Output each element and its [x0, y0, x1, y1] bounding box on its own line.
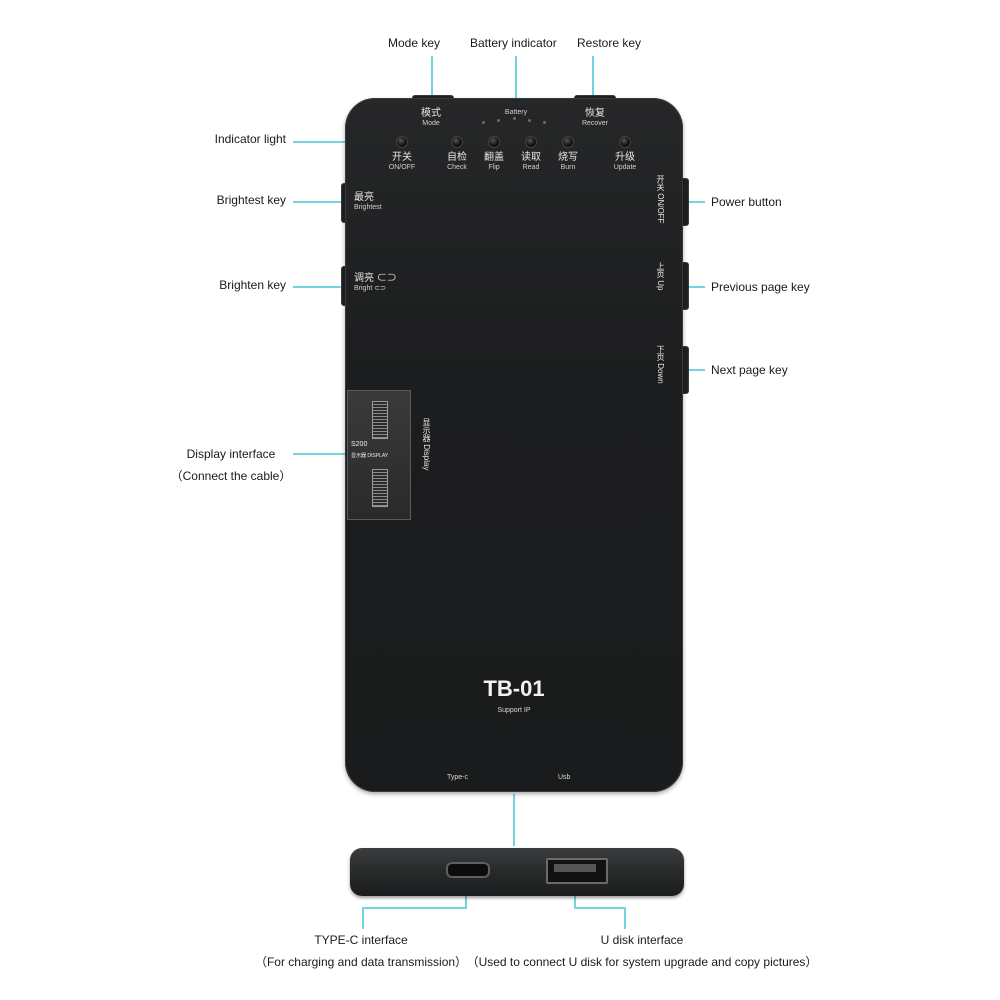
usb-port-tongue [554, 864, 596, 872]
leader-next [683, 369, 705, 371]
leader-mode [431, 56, 433, 100]
label-restore-key: Restore key [577, 36, 642, 50]
mode-label-cn: 模式 [421, 108, 441, 119]
update-label-cn: 升级 [615, 152, 635, 163]
label-indicator-light: Indicator light [214, 132, 286, 146]
flip-label-en: Flip [488, 164, 500, 171]
leader-typec-h [362, 907, 467, 909]
leader-restore [592, 56, 594, 100]
recover-label: 恢复 Recover [572, 108, 618, 128]
typec-port-label: Type-c [447, 774, 469, 781]
burn-label: 烧写 Burn [551, 152, 585, 172]
up-side-label: 上页 Up [656, 262, 665, 291]
label-udisk-sub: （Used to connect U disk for system upgra… [466, 955, 818, 969]
read-label: 读取 Read [514, 152, 548, 172]
model-name: TB-01 [483, 676, 545, 701]
device-bottom-edge [350, 848, 684, 896]
label-udisk-title: U disk interface [600, 933, 684, 947]
mode-label: 模式 Mode [410, 108, 452, 128]
label-typec-title: TYPE-C interface [314, 933, 408, 947]
panel-model-label: S200 [351, 441, 368, 448]
flip-label: 翻盖 Flip [477, 152, 511, 172]
update-label: 升级 Update [606, 152, 644, 172]
indicator-light [397, 137, 407, 147]
check-button[interactable] [452, 137, 462, 147]
leader-typec-v2 [362, 907, 364, 929]
burn-label-en: Burn [560, 164, 576, 171]
usb-port-label: Usb [558, 774, 571, 781]
brighten-label-cn: 调亮 ⊂⊃ [354, 273, 397, 284]
leader-display [293, 453, 349, 455]
label-brightest-key: Brightest key [216, 193, 286, 207]
label-typec-interface: TYPE-C interface （For charging and data … [230, 933, 492, 969]
usb-port[interactable] [546, 858, 608, 884]
power-side-key[interactable] [682, 178, 689, 226]
battery-label: Battery [490, 108, 542, 117]
display-side-label: 显示器 Display [421, 418, 431, 470]
onoff-label-cn: 开关 [392, 152, 412, 163]
flip-label-cn: 翻盖 [484, 152, 504, 163]
label-display-interface: Display interface （Connect the cable） [166, 447, 296, 483]
brightest-label-en: Brightest [354, 204, 382, 211]
check-label-en: Check [447, 164, 467, 171]
read-label-en: Read [522, 164, 540, 171]
battery-led-5 [543, 121, 546, 124]
update-button[interactable] [620, 137, 630, 147]
down-side-label: 下页 Down [656, 345, 665, 384]
brighten-label: 调亮 ⊂⊃ Bright ⊂⊃ [354, 273, 397, 293]
label-next-page-key: Next page key [711, 363, 788, 377]
leader-prev [683, 286, 705, 288]
power-side-label: 开关 ON/OFF [656, 175, 665, 224]
leader-usb-v2 [624, 907, 626, 929]
brightest-label-cn: 最亮 [354, 192, 374, 203]
label-display-interface-title: Display interface [186, 447, 276, 461]
read-button[interactable] [526, 137, 536, 147]
battery-led-3 [513, 117, 516, 120]
battery-led-1 [482, 121, 485, 124]
display-side-label-en: Display [422, 444, 431, 471]
label-power-button: Power button [711, 195, 782, 209]
recover-label-cn: 恢复 [585, 108, 605, 119]
battery-led-2 [497, 119, 500, 122]
display-connector-bottom[interactable] [372, 469, 388, 507]
label-mode-key: Mode key [388, 36, 441, 50]
up-side-key[interactable] [682, 262, 689, 310]
label-battery-indicator: Battery indicator [470, 36, 557, 50]
recover-label-en: Recover [581, 120, 609, 127]
label-typec-sub: （For charging and data transmission） [254, 955, 468, 969]
leader-battery [515, 56, 517, 106]
battery-led-4 [528, 119, 531, 122]
label-previous-page-key: Previous page key [711, 280, 810, 294]
check-label: 自检 Check [440, 152, 474, 172]
flip-button[interactable] [489, 137, 499, 147]
brighten-label-en: Bright ⊂⊃ [354, 285, 386, 292]
burn-label-cn: 烧写 [558, 152, 578, 163]
read-label-cn: 读取 [521, 152, 541, 163]
leader-brighten [293, 286, 345, 288]
model-subtitle: Support IP [497, 707, 531, 714]
leader-ports [513, 794, 515, 846]
onoff-label: 开关 ON/OFF [382, 152, 422, 172]
update-label-en: Update [613, 164, 637, 171]
onoff-label-en: ON/OFF [388, 164, 416, 171]
panel-small-label: 显示器 DISPLAY [351, 453, 389, 459]
leader-brightest [293, 201, 345, 203]
leader-power [683, 201, 705, 203]
check-label-cn: 自检 [447, 152, 467, 163]
typec-port[interactable] [446, 862, 490, 878]
burn-button[interactable] [563, 137, 573, 147]
display-connector-top[interactable] [372, 401, 388, 439]
label-display-interface-sub: （Connect the cable） [170, 469, 292, 483]
down-side-key[interactable] [682, 346, 689, 394]
label-brighten-key: Brighten key [219, 278, 286, 292]
display-interface-panel[interactable]: S200 显示器 DISPLAY [347, 390, 411, 520]
display-side-label-cn: 显示器 [422, 418, 431, 442]
mode-label-en: Mode [422, 120, 440, 127]
label-udisk-interface: U disk interface （Used to connect U disk… [462, 933, 822, 969]
leader-usb-h [574, 907, 626, 909]
brightest-label: 最亮 Brightest [354, 192, 382, 212]
battery-label-text: Battery [504, 109, 528, 116]
